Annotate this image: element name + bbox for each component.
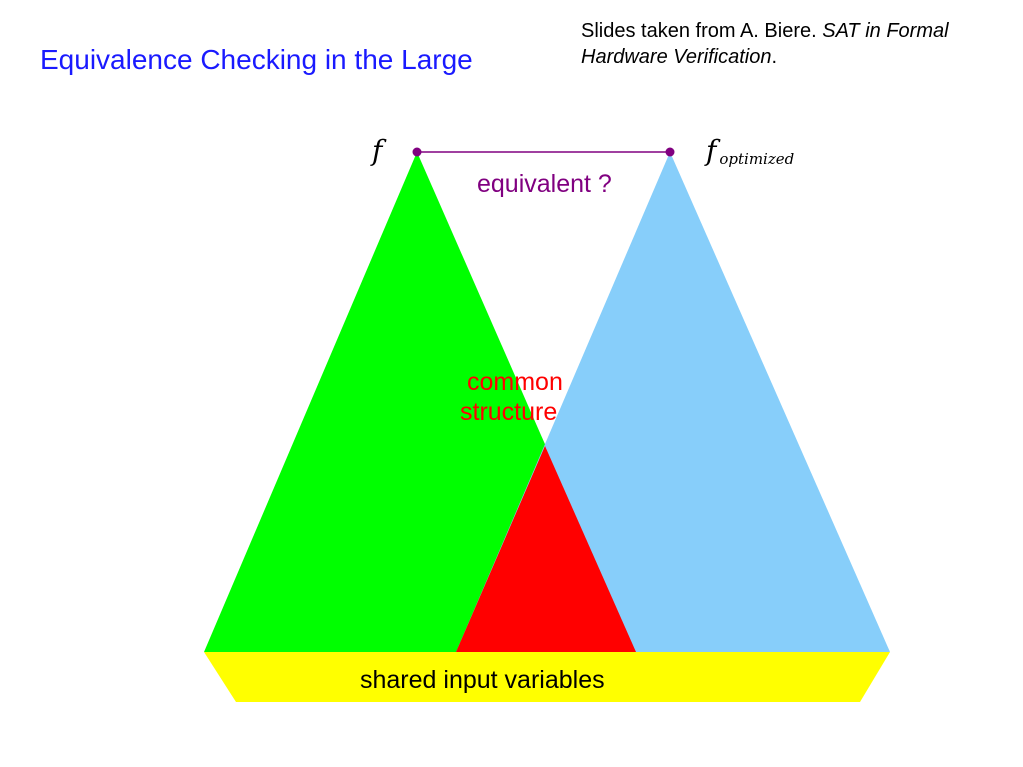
left-apex-dot bbox=[412, 147, 422, 157]
right-function-subscript: optimized bbox=[719, 150, 794, 168]
left-function-symbol: f bbox=[370, 134, 387, 167]
equivalent-label: equivalent ? bbox=[477, 170, 612, 198]
citation-suffix: . bbox=[771, 46, 778, 68]
citation: Slides taken from A. Biere. SAT in Forma… bbox=[581, 18, 981, 70]
citation-book-title: SAT in Formal Hardware Verification bbox=[581, 20, 949, 68]
common-structure-region bbox=[456, 446, 636, 652]
left-function-label: f bbox=[370, 134, 387, 167]
slide-title: Equivalence Checking in the Large bbox=[40, 44, 473, 75]
common-structure-line2: structure bbox=[460, 398, 557, 426]
shared-inputs-base bbox=[204, 652, 890, 702]
common-structure-line1: common bbox=[467, 368, 563, 396]
citation-prefix: Slides taken from A. Biere. bbox=[581, 20, 823, 42]
shared-inputs-label: shared input variables bbox=[360, 666, 605, 694]
right-apex-dot bbox=[665, 147, 675, 157]
